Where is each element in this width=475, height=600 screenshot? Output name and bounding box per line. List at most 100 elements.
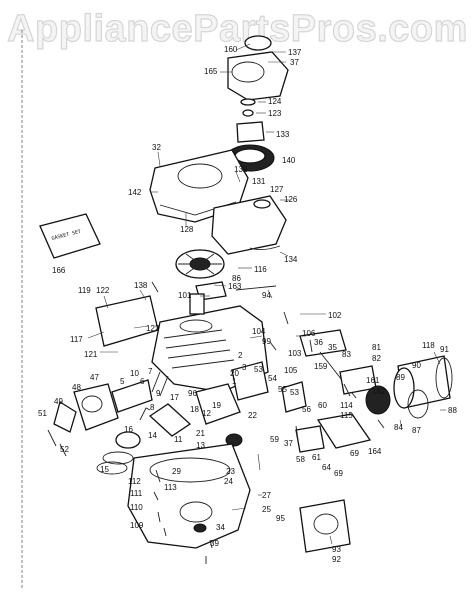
- callout-label: 27: [262, 491, 271, 500]
- carburetor-flange-part: [53, 400, 77, 433]
- callout-label: 116: [254, 265, 267, 274]
- callout-label: 115: [340, 411, 353, 420]
- callout-label: 122: [146, 324, 160, 333]
- valve-spring-part: [139, 407, 151, 421]
- brake-pad-part: [295, 425, 325, 453]
- gasket-set-box: [39, 213, 101, 259]
- callout-label: 1: [232, 377, 237, 386]
- callout-label: 39: [210, 539, 219, 548]
- callout-label: 142: [128, 188, 142, 197]
- drain-plug-bracket-part: [299, 499, 351, 553]
- callout-label: 35: [328, 343, 337, 352]
- callout-label: 91: [440, 345, 449, 354]
- callout-label: 37: [290, 58, 299, 67]
- callout-label: 14: [148, 431, 157, 440]
- callout-label: 131: [252, 177, 266, 186]
- callout-label: 114: [340, 401, 353, 410]
- ignition-lead-part: [235, 285, 277, 291]
- callout-label: 60: [318, 401, 327, 410]
- callout-label: 53: [290, 388, 299, 397]
- callout-label: 110: [130, 503, 143, 512]
- callout-label: 118: [422, 341, 435, 350]
- callout-label: 92: [332, 555, 341, 564]
- breather-gasket-part: [281, 381, 307, 413]
- callout-label: 164: [368, 447, 382, 456]
- callout-label: 19: [212, 401, 221, 410]
- callout-label: 25: [262, 505, 271, 514]
- callout-label: 48: [72, 383, 81, 392]
- callout-label: 138: [134, 281, 148, 290]
- callout-label: 69: [334, 469, 343, 478]
- callout-label: 59: [270, 435, 279, 444]
- callout-label: 102: [328, 311, 342, 320]
- callout-label: 94: [262, 291, 271, 300]
- callout-label: 140: [282, 156, 296, 165]
- callout-label: 21: [196, 429, 205, 438]
- governor-part: [189, 293, 205, 315]
- breather-cover-part: [231, 361, 269, 401]
- callout-label: 29: [172, 467, 181, 476]
- oil-seal-part: [193, 523, 207, 533]
- callout-label: 119: [78, 286, 91, 295]
- callout-label: 112: [128, 477, 141, 486]
- callout-label: 34: [216, 523, 225, 532]
- callout-label: 7: [148, 367, 153, 376]
- callout-label: 2: [238, 351, 243, 360]
- callout-label: 16: [124, 425, 133, 434]
- blower-housing-opening: [177, 163, 223, 189]
- piston-part: [115, 431, 141, 449]
- callout-label: 166: [52, 266, 66, 275]
- callout-label: 37: [284, 439, 293, 448]
- callout-label: 3: [242, 363, 247, 372]
- callout-label: 15: [100, 465, 109, 474]
- callout-label: 128: [180, 225, 194, 234]
- callout-label: 20: [230, 369, 239, 378]
- flywheel-fins: [178, 253, 222, 275]
- callout-label: 122: [96, 286, 110, 295]
- callout-label: 159: [314, 362, 328, 371]
- nut-part: [242, 109, 254, 117]
- callout-label: 56: [302, 405, 311, 414]
- callout-label: 126: [284, 195, 298, 204]
- watermark-text: AppliancePartsPros.com: [6, 7, 468, 50]
- callout-label: 121: [84, 350, 98, 359]
- callout-label: 13: [196, 441, 205, 450]
- callout-label: 88: [448, 406, 457, 415]
- piston-ring-part: [102, 451, 134, 465]
- callout-label: 117: [70, 335, 83, 344]
- callout-label: 105: [284, 366, 298, 375]
- callout-label: 47: [90, 373, 99, 382]
- callout-label: 22: [248, 411, 257, 420]
- callout-label: 69: [350, 449, 359, 458]
- callout-label: 51: [38, 409, 47, 418]
- callout-label: 52: [60, 445, 69, 454]
- air-cleaner-cover-part: [227, 51, 289, 101]
- callout-label: 18: [190, 405, 199, 414]
- sump-bearing-part: [179, 501, 213, 523]
- cooling-fins: [163, 329, 235, 369]
- fuel-cap-part: [244, 35, 272, 51]
- callout-label: 113: [164, 483, 177, 492]
- crank-gear-part: [225, 433, 243, 447]
- callout-label: 124: [268, 97, 282, 106]
- callout-label: 84: [394, 423, 403, 432]
- connecting-rod-part: [148, 403, 192, 437]
- callout-label: 103: [288, 349, 302, 358]
- callout-label: 111: [130, 489, 143, 498]
- brake-bracket-part: [316, 413, 372, 449]
- callout-label: 123: [268, 109, 282, 118]
- callout-label: 5: [120, 377, 125, 386]
- callout-label: 90: [412, 361, 421, 370]
- drain-fitting-part: [313, 513, 339, 535]
- callout-label: 23: [226, 467, 235, 476]
- callout-label: 54: [268, 374, 277, 383]
- callout-label: 49: [54, 397, 63, 406]
- callout-label: 137: [288, 48, 302, 57]
- callout-label: 160: [224, 45, 238, 54]
- callout-label: 53: [254, 365, 263, 374]
- callout-label: 36: [314, 338, 323, 347]
- callout-label: 9: [156, 389, 161, 398]
- intake-tube-part: [111, 379, 153, 413]
- callout-label: 162: [372, 387, 386, 396]
